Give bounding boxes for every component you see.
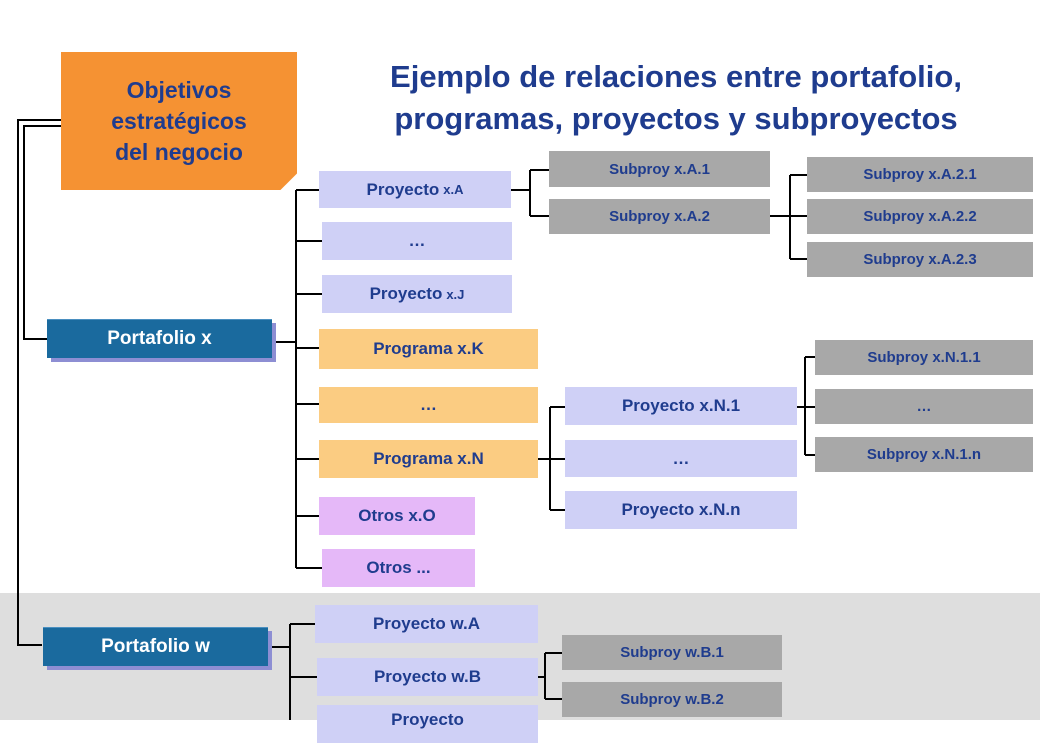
portfolio-x-box: Portafolio x <box>47 319 272 358</box>
subproy-x-n-1-n-box: Subproy x.N.1.n <box>815 437 1033 472</box>
proyecto-ellipsis-box: … <box>322 222 512 260</box>
otros-more-box: Otros ... <box>322 549 475 587</box>
subproy-x-a-2-3-box: Subproy x.A.2.3 <box>807 242 1033 277</box>
portfolio-w-box: Portafolio w <box>43 627 268 666</box>
connector-lines <box>17 119 815 720</box>
subproy-x-a-2-box: Subproy x.A.2 <box>549 199 770 234</box>
proyecto-n-ellipsis-box: … <box>565 440 797 477</box>
proyecto-w-partial-box: Proyecto <box>317 705 538 743</box>
proyecto-x-j-suffix: x.J <box>446 286 465 302</box>
programa-x-k-box: Programa x.K <box>319 329 538 369</box>
subproy-w-b-2-box: Subproy w.B.2 <box>562 682 782 717</box>
objective-box: Objetivos estratégicos del negocio <box>61 52 297 190</box>
programa-ellipsis-box: … <box>319 387 538 423</box>
objective-line-2: estratégicos <box>111 107 247 134</box>
proyecto-x-n-n-box: Proyecto x.N.n <box>565 491 797 529</box>
page-title: Ejemplo de relaciones entre portafolio, … <box>312 56 1040 140</box>
title-line-1: Ejemplo de relaciones entre portafolio, <box>390 59 962 94</box>
programa-x-n-box: Programa x.N <box>319 440 538 478</box>
subproy-w-b-1-box: Subproy w.B.1 <box>562 635 782 670</box>
objective-line-3: del negocio <box>115 138 243 165</box>
proyecto-x-j-main: Proyecto <box>369 284 443 303</box>
title-line-2: programas, proyectos y subproyectos <box>394 101 958 136</box>
otros-x-o-box: Otros x.O <box>319 497 475 535</box>
proyecto-x-n-1-box: Proyecto x.N.1 <box>565 387 797 425</box>
subproy-x-n-1-1-box: Subproy x.N.1.1 <box>815 340 1033 375</box>
proyecto-x-a-suffix: x.A <box>443 182 464 197</box>
subproy-x-a-2-2-box: Subproy x.A.2.2 <box>807 199 1033 234</box>
proyecto-x-a-main: Proyecto <box>366 179 440 199</box>
subproy-x-a-1-box: Subproy x.A.1 <box>549 151 770 187</box>
proyecto-w-b-box: Proyecto w.B <box>317 658 538 696</box>
proyecto-w-a-box: Proyecto w.A <box>315 605 538 643</box>
subproy-n-ellipsis-box: … <box>815 389 1033 424</box>
subproy-x-a-2-1-box: Subproy x.A.2.1 <box>807 157 1033 192</box>
objective-line-1: Objetivos <box>126 76 232 103</box>
